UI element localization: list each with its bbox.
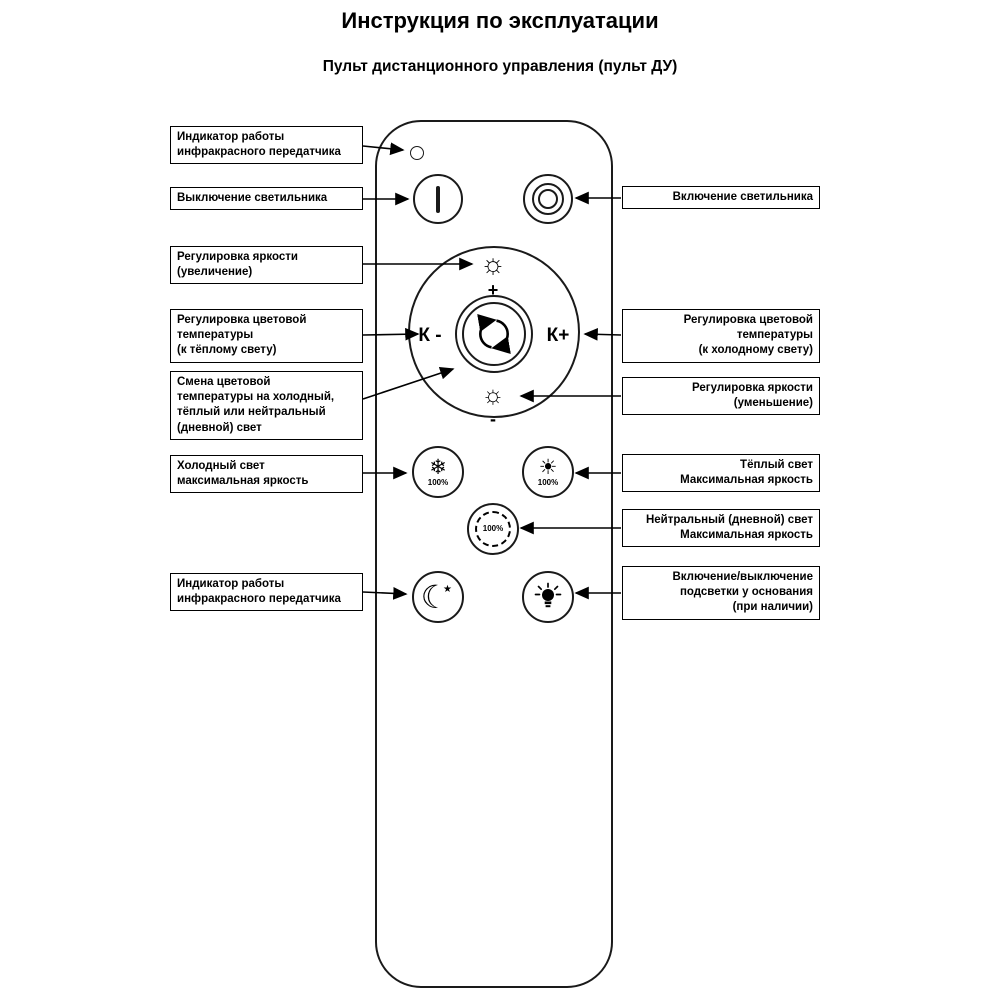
base-backlight-button <box>522 571 574 623</box>
warm-light-max-button: ☀ 100% <box>522 446 574 498</box>
neutral-percent-label: 100% <box>482 524 504 533</box>
sun-brightness-down-icon: ☼ <box>481 381 505 409</box>
color-cycle-inner-ring <box>462 302 526 366</box>
callout-cold-max-brightness: Холодный свет максимальная яркость <box>170 455 363 494</box>
power-off-button <box>413 174 463 224</box>
remote-control-body: ☼ + К - К+ ☼ - ❄ 100% <box>375 120 613 988</box>
minus-sign: - <box>490 409 496 429</box>
k-plus-label: К+ <box>546 325 570 346</box>
ir-indicator-led <box>410 146 424 160</box>
neutral-light-max-button: 100% <box>467 503 519 555</box>
callout-base-backlight: Включение/выключение подсветки у основан… <box>622 566 820 620</box>
cold-percent-label: 100% <box>427 478 449 487</box>
callout-brightness-up: Регулировка яркости (увеличение) <box>170 246 363 285</box>
callout-cold-temperature: Регулировка цветовой температуры (к холо… <box>622 309 820 363</box>
callout-warm-max-brightness: Тёплый свет Максимальная яркость <box>622 454 820 493</box>
power-on-inner-ring-icon <box>538 189 558 209</box>
cold-light-max-button: ❄ 100% <box>412 446 464 498</box>
star-icon: ★ <box>443 584 452 595</box>
cycle-arrows-icon <box>477 313 511 355</box>
night-mode-button: ☾ ★ <box>412 571 464 623</box>
power-on-button <box>523 174 573 224</box>
callout-warm-temperature: Регулировка цветовой температуры (к тёпл… <box>170 309 363 363</box>
callout-neutral-max-brightness: Нейтральный (дневной) свет Максимальная … <box>622 509 820 548</box>
page-subtitle: Пульт дистанционного управления (пульт Д… <box>322 58 678 75</box>
callout-power-on: Включение светильника <box>622 186 820 210</box>
callout-brightness-down: Регулировка яркости (уменьшение) <box>622 377 820 416</box>
callout-night-mode: Индикатор работы инфракрасного передатчи… <box>170 573 363 612</box>
ray-sun-icon: 100% <box>475 511 511 547</box>
snowflake-icon: ❄ <box>429 456 447 479</box>
page-title: Инструкция по эксплуатации <box>341 8 659 33</box>
sun-brightness-up-icon: ☼ <box>480 248 506 279</box>
warm-percent-label: 100% <box>537 478 559 487</box>
power-on-ring-icon <box>532 183 564 215</box>
callout-ir-indicator-top: Индикатор работы инфракрасного передатчи… <box>170 126 363 165</box>
k-minus-label: К - <box>418 325 442 346</box>
moon-icon: ☾ <box>420 579 450 615</box>
power-off-bar-icon <box>436 185 440 213</box>
color-cycle-button <box>455 295 533 373</box>
plus-sign: + <box>487 280 499 300</box>
callout-power-off: Выключение светильника <box>170 187 363 211</box>
bulb-icon <box>534 582 562 608</box>
callout-color-mode-cycle: Смена цветовой температуры на холодный, … <box>170 371 363 440</box>
sun-filled-icon: ☀ <box>538 456 558 479</box>
